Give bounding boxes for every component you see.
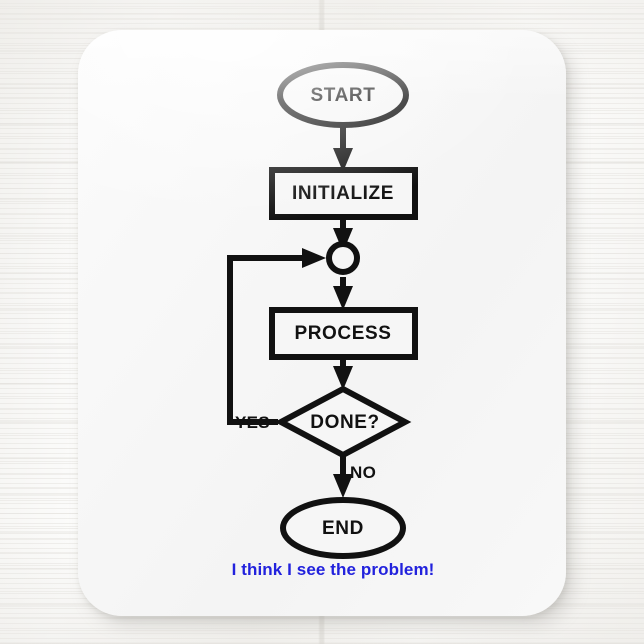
node-initialize[interactable]: INITIALIZE (269, 167, 418, 220)
edge-label-yes: YES (235, 413, 270, 432)
edge-junction-to-process (333, 277, 353, 310)
flowchart-graphic: START INITIALIZE PROCESS DONE? (227, 62, 435, 579)
node-end-label: END (322, 518, 364, 539)
node-junction[interactable] (326, 241, 360, 275)
edge-label-no: NO (350, 463, 376, 482)
node-initialize-label: INITIALIZE (292, 183, 394, 204)
node-start[interactable]: START (277, 62, 409, 128)
node-done[interactable]: DONE? (274, 385, 412, 459)
node-done-label: DONE? (310, 412, 380, 433)
node-start-label: START (311, 85, 376, 106)
node-end[interactable]: END (280, 497, 406, 559)
node-process-label: PROCESS (294, 323, 391, 344)
edge-start-to-initialize (333, 125, 353, 172)
caption-text: I think I see the problem! (232, 560, 435, 579)
mouse-pad: START INITIALIZE PROCESS DONE? (78, 30, 566, 616)
edge-process-to-done (333, 358, 353, 390)
node-process[interactable]: PROCESS (269, 307, 418, 360)
